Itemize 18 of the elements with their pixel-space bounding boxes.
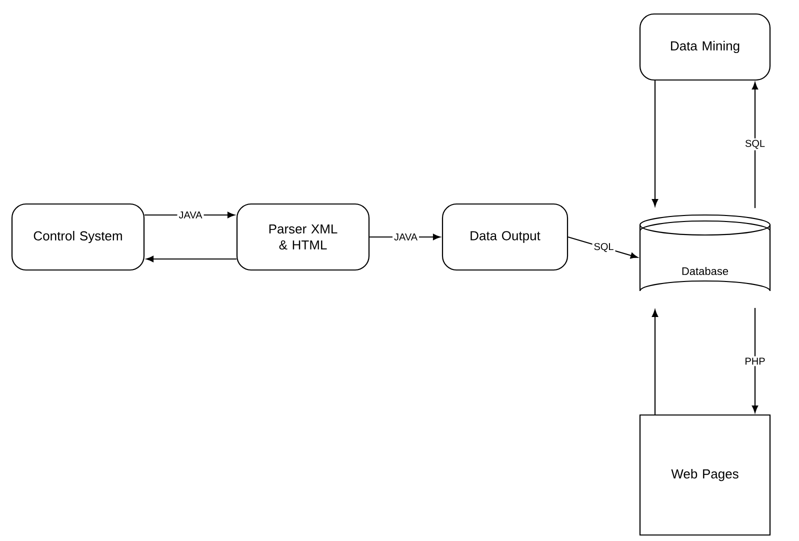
process-box: Data Mining xyxy=(639,13,771,81)
page-box: Web Pages xyxy=(639,414,771,536)
edge-label: JAVA xyxy=(392,232,420,242)
edge-label: PHP xyxy=(743,356,767,366)
edge-label: SQL xyxy=(592,242,616,254)
edge-label: SQL xyxy=(744,138,767,150)
edge-label: JAVA xyxy=(177,210,204,220)
arrow xyxy=(652,310,658,414)
database-cylinder: Database xyxy=(639,214,771,292)
arrow xyxy=(652,80,658,206)
process-box: Data Output xyxy=(442,203,568,271)
process-box: Parser XML & HTML xyxy=(236,203,370,271)
process-box: Control System xyxy=(11,203,145,271)
node-label: Database xyxy=(682,266,728,276)
arrow xyxy=(146,256,236,262)
arrow xyxy=(568,236,638,259)
arrow xyxy=(752,308,758,413)
arrow xyxy=(752,82,758,208)
